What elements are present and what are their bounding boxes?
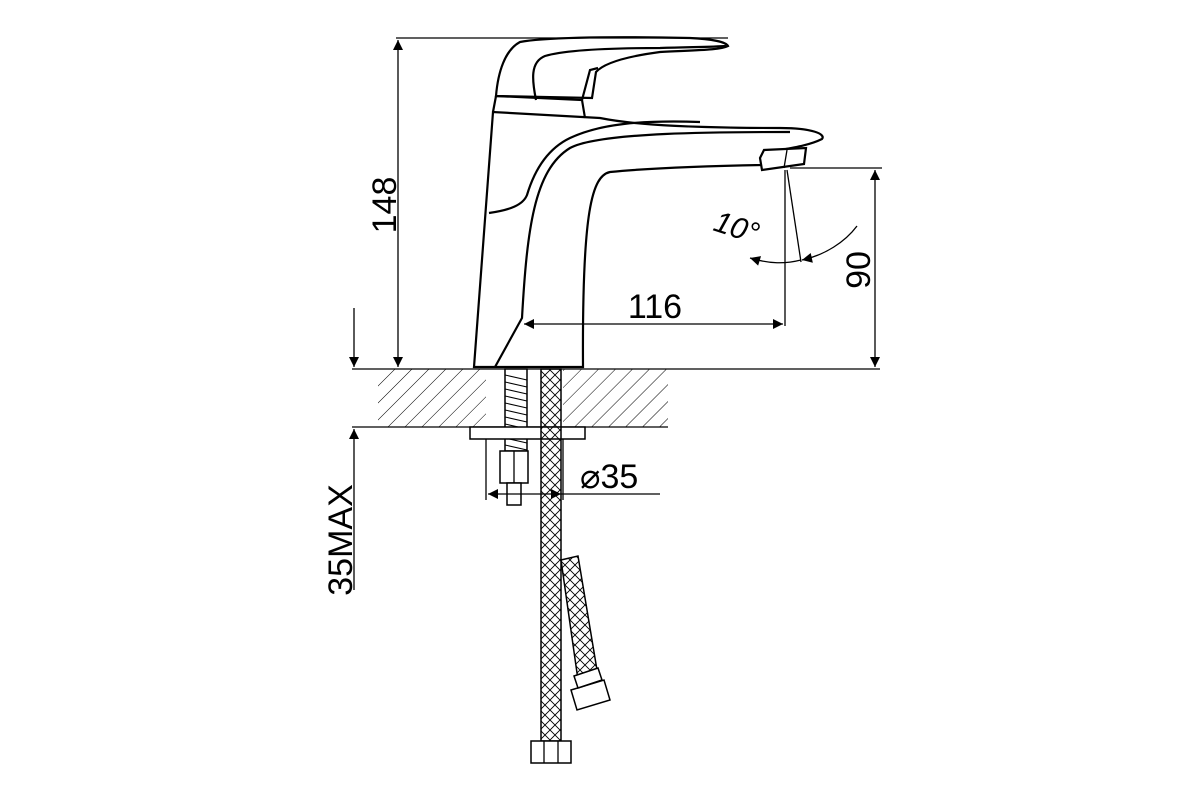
dimension-total-height: 148 — [366, 37, 728, 367]
diameter-symbol: ⌀ — [580, 458, 600, 496]
label-height-total: 148 — [366, 177, 404, 234]
faucet-body — [472, 94, 824, 369]
label-spout-reach: 116 — [628, 288, 682, 326]
dimension-spout-reach: 116 — [524, 170, 786, 329]
dimension-spout-height: 90 — [790, 167, 882, 367]
dimension-counter-thickness: 35MAX — [322, 308, 360, 596]
dimension-spout-angle: 10° — [710, 169, 858, 266]
faucet-handle — [494, 36, 730, 101]
svg-text:⌀35: ⌀35 — [580, 458, 638, 496]
countertop — [352, 368, 880, 428]
label-counter-thickness: 35MAX — [322, 484, 360, 596]
dimension-hole-diameter: ⌀35 — [485, 439, 660, 500]
label-spout-height: 90 — [840, 251, 878, 289]
label-hole-diameter: 35 — [600, 458, 638, 496]
supply-hoses — [530, 368, 611, 764]
label-spout-angle: 10° — [710, 205, 763, 250]
